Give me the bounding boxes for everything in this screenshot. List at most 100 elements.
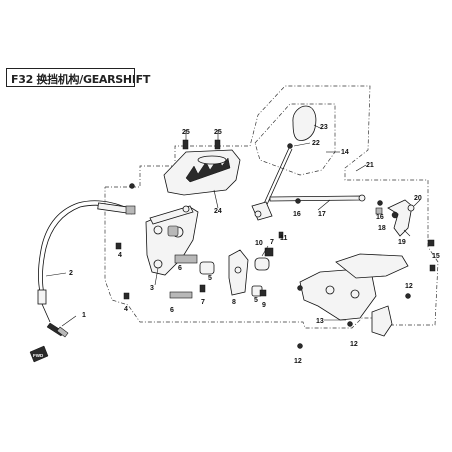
bolt-1-thread <box>56 326 69 338</box>
shift-cable-sheath-inner <box>41 204 133 295</box>
rod-end <box>358 194 366 202</box>
rod-nut-16b <box>377 200 383 206</box>
knob-nut <box>287 143 293 149</box>
bracket-hole-3 <box>153 259 163 269</box>
upper-bracket-plate <box>335 253 409 279</box>
callout-8: 8 <box>232 299 236 306</box>
clip-7b <box>199 284 206 293</box>
arm-washer-18 <box>375 207 383 215</box>
callout-18: 18 <box>378 225 386 232</box>
callout-21: 21 <box>366 162 374 169</box>
callout-25b: 25 <box>214 129 222 136</box>
callout-12c: 12 <box>294 358 302 365</box>
nut-4b <box>123 292 130 300</box>
front-arrow-icon <box>29 345 49 363</box>
callout-5b: 5 <box>254 297 258 304</box>
callout-2: 2 <box>69 270 73 277</box>
callout-11: 11 <box>280 235 288 242</box>
nut-4a <box>115 242 122 250</box>
bolt-25-a <box>182 139 189 150</box>
shift-arm-pivot <box>182 205 190 213</box>
shift-lever-rod-b <box>264 148 293 210</box>
group-outline-main <box>104 85 439 329</box>
bolt-12-lower <box>347 321 353 327</box>
shift-rod-body <box>269 195 361 202</box>
leader-1 <box>61 315 77 327</box>
callout-7a: 7 <box>270 239 274 246</box>
bolt-15-bottom <box>429 264 436 272</box>
callout-10: 10 <box>255 240 263 247</box>
callout-25a: 25 <box>182 129 190 136</box>
center-bracket-hole <box>234 266 242 274</box>
diagram-title: F32 换挡机构/GEARSHIFT <box>11 73 151 86</box>
callout-9: 9 <box>262 302 266 309</box>
callout-24: 24 <box>214 208 222 215</box>
callout-4a: 4 <box>118 252 122 259</box>
callout-6b: 6 <box>170 307 174 314</box>
bolt-25-b <box>214 139 221 150</box>
shift-rod <box>269 194 383 206</box>
bracket-bushing <box>167 225 179 237</box>
shift-gate-cover <box>163 149 241 196</box>
shift-arm-link <box>149 205 194 225</box>
callout-20: 20 <box>414 195 422 202</box>
callout-leader-lines <box>45 124 421 327</box>
group-outline-lever-frame <box>254 103 336 176</box>
rod-nut-16a <box>295 198 301 204</box>
bracket-block <box>371 305 393 337</box>
shift-bracket-assembly <box>145 205 199 276</box>
nut-4c <box>129 183 135 189</box>
bolts-part-25 <box>182 139 221 150</box>
transmission-shift-arm <box>375 199 415 237</box>
callout-3: 3 <box>150 285 154 292</box>
callout-6a: 6 <box>178 265 182 272</box>
cable-end-nut <box>125 205 136 215</box>
pivot-shaft-6 <box>174 254 198 264</box>
cable-lower-fitting <box>37 289 47 305</box>
plate-hole-2 <box>350 289 360 299</box>
callout-5a: 5 <box>208 275 212 282</box>
callout-16b: 16 <box>376 214 384 221</box>
bracket-hole-1 <box>153 225 163 235</box>
lever-base-hole <box>254 210 262 218</box>
bolt-11 <box>278 231 284 239</box>
leader-17 <box>317 199 331 211</box>
callout-22: 22 <box>312 140 320 147</box>
callout-12a: 12 <box>405 283 413 290</box>
center-bracket-assembly <box>169 247 274 299</box>
callout-17: 17 <box>318 211 326 218</box>
callout-13: 13 <box>316 318 324 325</box>
mounting-plate-assembly <box>297 253 411 349</box>
leader-21 <box>355 164 367 172</box>
gate-cover-top-face <box>197 155 227 165</box>
callout-14: 14 <box>341 149 349 156</box>
shift-arm-bolt <box>391 211 399 219</box>
cable-end-fitting <box>97 202 129 214</box>
callout-4b: 4 <box>124 306 128 313</box>
washer-9 <box>259 289 267 297</box>
shift-knob <box>292 105 317 141</box>
shift-cable <box>37 200 136 323</box>
bolt-12-right <box>405 293 411 299</box>
leader-24 <box>213 189 219 209</box>
callout-16a: 16 <box>293 211 301 218</box>
bolt-12-plate <box>297 285 303 291</box>
callout-12b: 12 <box>350 341 358 348</box>
collar-5 <box>199 261 215 275</box>
callout-23: 23 <box>320 124 328 131</box>
callout-15: 15 <box>432 253 440 260</box>
clip-7 <box>264 247 274 257</box>
shift-lever-rod-a <box>261 147 290 209</box>
shift-lever-assembly <box>251 105 317 221</box>
front-marker-label: FWD <box>33 353 44 358</box>
shift-arm-ball <box>407 204 415 212</box>
plate-hole-1 <box>325 285 335 295</box>
cable-lower-rod <box>41 303 51 323</box>
pivot-bolt-6 <box>169 291 193 299</box>
mounting-plate-13 <box>299 269 377 321</box>
shift-lever-base <box>251 201 273 221</box>
callout-19: 19 <box>398 239 406 246</box>
bushing-10 <box>254 257 270 271</box>
leader-20 <box>413 199 421 207</box>
